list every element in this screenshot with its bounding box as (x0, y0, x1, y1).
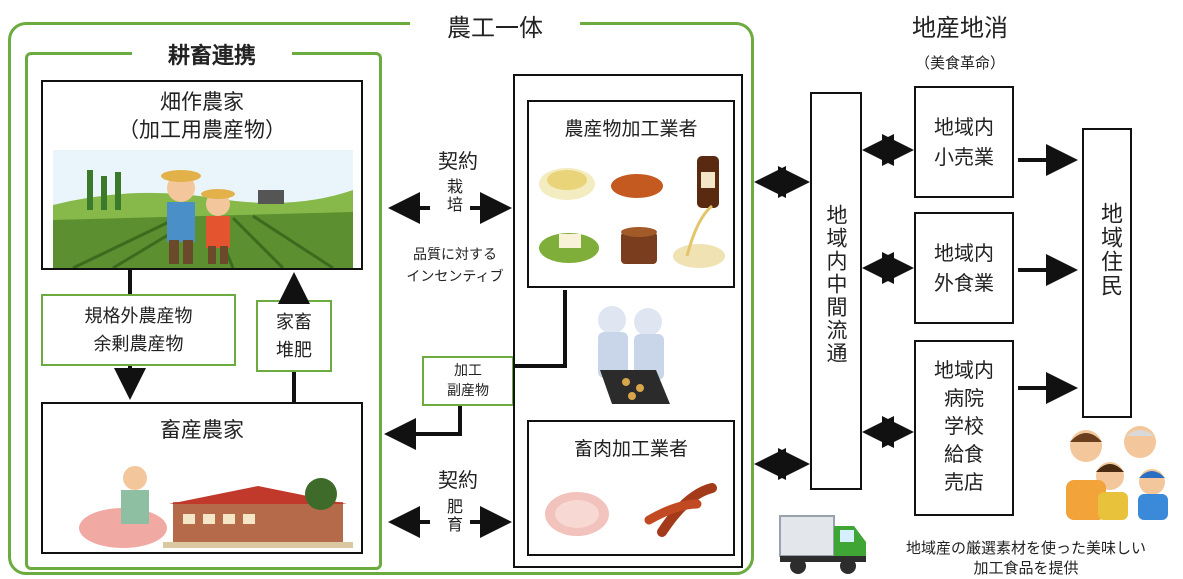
livestock-illustration (79, 466, 353, 548)
meat-processor-title: 畜肉加工業者 (573, 438, 688, 460)
substandard-line1: 規格外農産物 (84, 306, 193, 327)
manure-line1: 家畜 (276, 312, 312, 333)
caption-line2: 加工食品を提供 (973, 559, 1079, 577)
food-service-box: 地域内 外食業 (914, 212, 1014, 324)
substandard-produce-box: 規格外農産物 余剰農産物 (41, 294, 236, 366)
contract-top-label: 契約 (438, 149, 478, 173)
incentive-text: 品質に対する インセンティブ (390, 244, 520, 288)
outer-frame (8, 22, 754, 575)
right-subtitle: （美食革命） (914, 54, 1005, 72)
factory-workers-illustration (598, 306, 670, 404)
retail-box: 地域内 小売業 (914, 86, 1014, 198)
byproduct-box: 加工 副産物 (422, 356, 514, 406)
institutions-line2: 病院 (944, 386, 984, 410)
contract-top-word: 栽培 (444, 178, 463, 214)
crop-field-illustration (53, 150, 353, 268)
institutions-line4: 給食 (944, 442, 984, 466)
caption-line1: 地域産の厳選素材を使った美味しい (905, 539, 1146, 557)
livestock-farmer-title: 畜産農家 (160, 418, 244, 442)
crop-farmer-box: 畑作農家 （加工用農産物） (41, 80, 363, 270)
food-service-line1: 地域内 (934, 241, 994, 265)
retail-line1: 地域内 (934, 115, 994, 139)
intermediate-distribution-box: 地域内中間流通 (810, 92, 862, 490)
institutions-line3: 学校 (944, 414, 984, 438)
incentive-line1: 品質に対する (413, 247, 497, 263)
meat-processor-box: 畜肉加工業者 (527, 420, 735, 556)
agri-processor-title: 農産物加工業者 (564, 118, 698, 140)
institutions-box: 地域内 病院 学校 給食 売店 (914, 340, 1014, 516)
byproduct-line2: 副産物 (447, 383, 489, 399)
manure-line2: 堆肥 (276, 340, 312, 361)
crop-farmer-title: 畑作農家 (160, 90, 244, 114)
food-service-line2: 外食業 (934, 271, 994, 295)
caption: 地域産の厳選素材を使った美味しい 加工食品を提供 (870, 538, 1182, 578)
institutions-line1: 地域内 (934, 358, 994, 382)
contract-bottom-word: 肥育 (444, 498, 463, 534)
substandard-line2: 余剰農産物 (93, 334, 184, 355)
outer-title: 農工一体 (410, 8, 580, 42)
meat-products-illustration (545, 483, 717, 537)
residents-box: 地域住民 (1082, 128, 1132, 418)
arrow-byproduct-to-livestock (384, 406, 462, 450)
crop-farmer-subtitle: （加工用農産物） (118, 118, 286, 142)
inner-title: 耕畜連携 (132, 38, 292, 69)
agri-processor-box: 農産物加工業者 (527, 100, 735, 288)
line-processor-to-byproduct (514, 290, 567, 368)
byproduct-line1: 加工 (454, 363, 482, 379)
residents-label: 地域住民 (1097, 202, 1122, 298)
truck-icon (779, 515, 866, 574)
family-illustration (1066, 426, 1168, 520)
institutions-line5: 売店 (944, 470, 984, 494)
right-title: 地産地消 (912, 14, 1008, 42)
retail-line2: 小売業 (934, 145, 994, 169)
contract-bottom-label: 契約 (438, 468, 478, 492)
incentive-line2: インセンティブ (406, 269, 504, 285)
intermediate-distribution-label: 地域内中間流通 (824, 204, 848, 365)
processed-foods-illustration (539, 156, 725, 268)
livestock-farmer-box: 畜産農家 (41, 402, 363, 554)
